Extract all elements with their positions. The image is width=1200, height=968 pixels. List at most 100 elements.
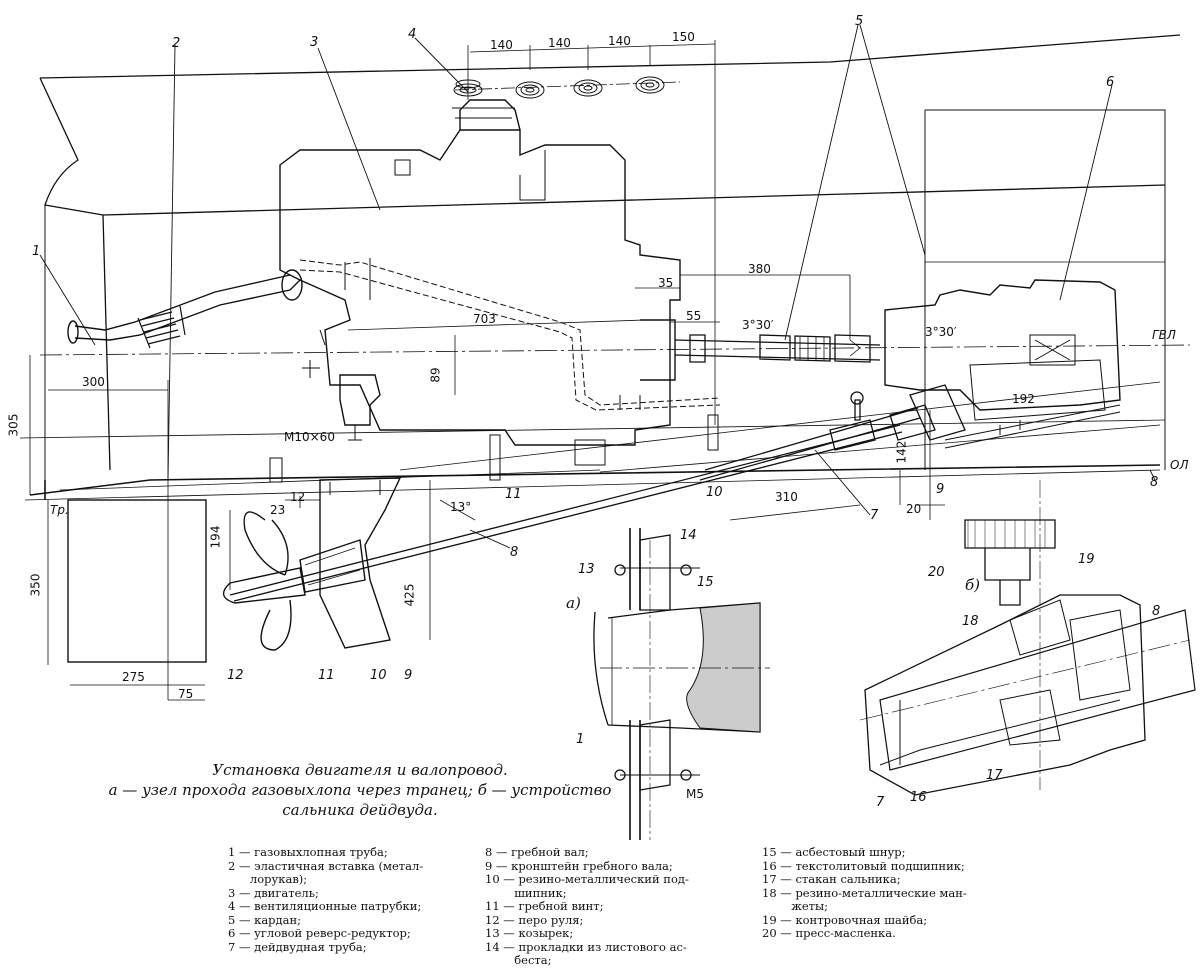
callout-4: 4 (408, 27, 417, 42)
legend-item: 2 — эластичная вставка (метал- (228, 858, 424, 873)
callout-10: 10 (370, 668, 387, 683)
propeller (222, 511, 306, 651)
callout-20: 20 (928, 565, 945, 580)
legend-item: 10 — резино-металлический под- (485, 872, 689, 886)
stern-tube (699, 384, 966, 481)
legend-item: 5 — кардан; (228, 912, 302, 927)
legend-item: 4 — вентиляционные патрубки; (228, 899, 422, 913)
label-ol: ОЛ (1170, 458, 1189, 472)
legend-column-2: 8 — гребной вал; 9 — кронштейн гребного … (485, 845, 689, 968)
dim-35: 35 (658, 276, 674, 290)
callout-8-b: 8 (1150, 475, 1159, 490)
angle-3-30-b: 3°30′ (925, 325, 957, 339)
callout-14: 14 (680, 528, 697, 543)
legend-item: 6 — угловой реверс-редуктор; (228, 926, 411, 940)
legend-item: лорукав); (228, 872, 308, 886)
dim-55: 55 (686, 309, 702, 323)
ventilation-ducts (453, 40, 716, 425)
figure-caption: Установка двигателя и валопровод. а — уз… (0, 760, 720, 820)
callout-15: 15 (697, 575, 714, 590)
callout-11: 11 (318, 668, 335, 683)
dim-150: 150 (672, 30, 695, 44)
label-gvl: ГВЛ (1152, 328, 1176, 342)
label-tr: Тр. (50, 503, 69, 517)
callout-1-b: 1 (576, 732, 585, 747)
callout-12: 12 (227, 668, 244, 683)
dim-310: 310 (775, 490, 798, 504)
thread-m5: M5 (686, 787, 704, 801)
angle-3-30-a: 3°30′ (742, 318, 774, 332)
caption-line-3: сальника дейдвуда. (282, 801, 438, 819)
legend-item: 1 — газовыхлопная труба; (228, 845, 388, 859)
legend-item: 9 — кронштейн гребного вала; (485, 858, 673, 873)
callout-18: 18 (962, 614, 979, 629)
callout-16: 16 (910, 790, 927, 805)
engine (269, 99, 719, 483)
rudder-blade (67, 380, 207, 700)
callout-17: 17 (986, 768, 1003, 783)
detail-a (593, 528, 770, 840)
legend-item: 17 — стакан сальника; (762, 872, 901, 886)
dim-192: 192 (1012, 392, 1035, 406)
dimension-lines (29, 274, 945, 701)
thread-m10x60: M10×60 (284, 430, 335, 444)
legend-item: 11 — гребной винт; (485, 899, 604, 913)
dim-275: 275 (122, 670, 145, 684)
detail-b (859, 480, 1196, 796)
legend-item: 8 — гребной вал; (485, 845, 589, 859)
dim-140-b: 140 (548, 36, 571, 50)
legend-item: шипник; (485, 885, 567, 900)
legend-item: 14 — прокладки из листового ас- (485, 939, 687, 954)
legend-item: 12 — перо руля; (485, 912, 584, 927)
dim-300: 300 (82, 375, 105, 389)
legend-item: 7 — дейдвудная труба; (228, 939, 367, 954)
legend-item: 15 — асбестовый шнур; (762, 845, 906, 859)
legend-item: жеты; (762, 899, 829, 913)
callout-8-c: 8 (1152, 604, 1161, 619)
detail-b-label: б) (965, 576, 981, 594)
legend-column-3: 15 — асбестовый шнур; 16 — текстолитовый… (762, 845, 967, 941)
legend-column-1: 1 — газовыхлопная труба; 2 — эластичная … (228, 845, 424, 954)
legend-item: 16 — текстолитовый подшипник; (762, 858, 965, 873)
caption-line-2: а — узел прохода газовыхлопа через тране… (108, 781, 612, 799)
callout-10-b: 10 (706, 485, 723, 500)
dim-75: 75 (178, 687, 194, 701)
callout-7-b: 7 (876, 795, 885, 810)
callout-9: 9 (404, 668, 413, 683)
dim-23: 23 (270, 503, 286, 517)
callout-1: 1 (32, 244, 41, 259)
hull-outline (19, 34, 1191, 501)
caption-line-1: Установка двигателя и валопровод. (212, 761, 508, 779)
leader-lines (39, 24, 1156, 549)
dim-140-a: 140 (490, 38, 513, 52)
legend-item: беста; (485, 953, 552, 967)
callout-9-b: 9 (936, 482, 945, 497)
callout-2: 2 (172, 36, 181, 51)
callout-7: 7 (870, 508, 879, 523)
legend-item: 20 — пресс-масленка. (762, 926, 896, 940)
dim-703: 703 (473, 312, 496, 326)
callout-8: 8 (510, 545, 519, 560)
cardan-shaft (674, 334, 881, 363)
callout-19: 19 (1078, 552, 1095, 567)
dim-20: 20 (906, 502, 922, 516)
callout-13: 13 (578, 562, 595, 577)
dim-12: 12 (290, 490, 306, 504)
callout-6: 6 (1106, 75, 1115, 90)
detail-a-label: а) (566, 594, 581, 612)
dim-380: 380 (748, 262, 771, 276)
angle-13: 13° (450, 500, 472, 514)
callout-3: 3 (310, 35, 319, 50)
propeller-shaft (229, 424, 903, 602)
exhaust-pipe (67, 258, 721, 411)
shaft-bracket (299, 477, 402, 649)
legend-item: 13 — козырек; (485, 926, 574, 940)
legend-item: 3 — двигатель; (228, 885, 319, 900)
callout-5: 5 (855, 14, 864, 29)
legend-item: 18 — резино-металлические ман- (762, 885, 967, 900)
legend-item: 19 — контровочная шайба; (762, 912, 928, 927)
callout-11-b: 11 (505, 487, 522, 502)
